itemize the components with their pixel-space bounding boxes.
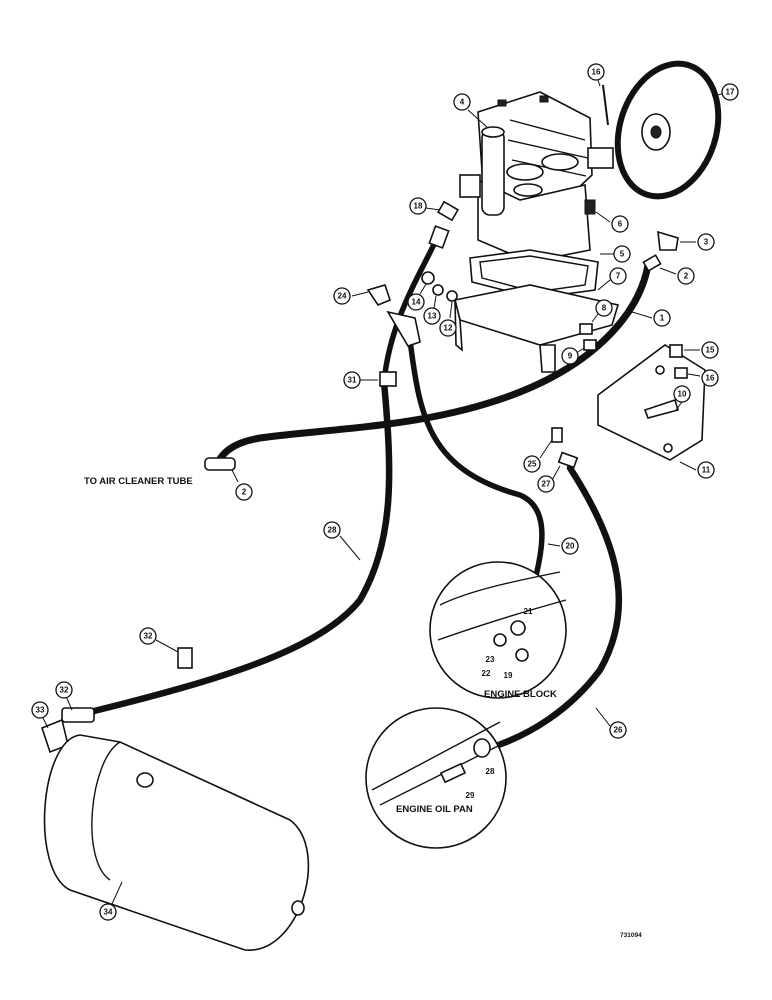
hose-upper-31 bbox=[381, 229, 443, 385]
svg-text:13: 13 bbox=[428, 312, 437, 321]
svg-text:18: 18 bbox=[414, 202, 423, 211]
engine-oil-pan-label: ENGINE OIL PAN bbox=[396, 804, 473, 815]
svg-text:26: 26 bbox=[614, 726, 623, 735]
inset-part-numbers: 19 21 22 23 28 29 bbox=[466, 607, 533, 800]
callout-7: 7 bbox=[597, 267, 627, 291]
callout-31: 28 bbox=[323, 521, 361, 561]
svg-text:20: 20 bbox=[566, 542, 575, 551]
callout-32-top: 31 bbox=[343, 371, 378, 389]
callout-12: 12 bbox=[439, 301, 457, 337]
svg-text:22: 22 bbox=[482, 669, 491, 678]
svg-text:23: 23 bbox=[486, 655, 495, 664]
svg-text:28: 28 bbox=[486, 767, 495, 776]
callout-9: 9 bbox=[561, 347, 585, 365]
svg-text:12: 12 bbox=[444, 324, 453, 333]
mounting-plate bbox=[597, 344, 706, 461]
figure-reference-number: 731094 bbox=[620, 932, 642, 939]
svg-text:21: 21 bbox=[524, 607, 533, 616]
callout-10: 10 bbox=[673, 385, 691, 411]
callout-5: 5 bbox=[600, 245, 631, 263]
svg-text:27: 27 bbox=[542, 480, 551, 489]
callout-35: 34 bbox=[99, 881, 123, 921]
callout-27: 26 bbox=[595, 707, 627, 739]
callout-6: 6 bbox=[595, 211, 629, 233]
svg-text:33: 33 bbox=[36, 706, 45, 715]
callout-3: 3 bbox=[680, 233, 715, 251]
engine-block-inset: ENGINE BLOCK bbox=[429, 561, 567, 700]
mounting-bracket bbox=[454, 284, 620, 373]
callout-13: 13 bbox=[423, 295, 441, 325]
callout-16: 16 bbox=[687, 369, 719, 387]
svg-text:16: 16 bbox=[706, 374, 715, 383]
callout-25: 24 bbox=[333, 287, 369, 305]
callout-32-bottom: 32 bbox=[139, 627, 179, 653]
hose-1 bbox=[214, 261, 652, 466]
svg-text:25: 25 bbox=[528, 460, 537, 469]
callout-11: 11 bbox=[679, 461, 715, 479]
svg-text:8: 8 bbox=[602, 304, 607, 313]
svg-text:5: 5 bbox=[620, 250, 625, 259]
svg-text:1: 1 bbox=[660, 314, 665, 323]
engine-block-label: ENGINE BLOCK bbox=[484, 689, 557, 700]
hose-31 bbox=[86, 378, 393, 716]
svg-text:24: 24 bbox=[338, 292, 347, 301]
svg-text:31: 31 bbox=[348, 376, 357, 385]
svg-text:11: 11 bbox=[702, 466, 711, 475]
callout-28: 27 bbox=[537, 465, 561, 493]
svg-text:10: 10 bbox=[678, 390, 687, 399]
svg-text:32: 32 bbox=[60, 686, 69, 695]
svg-text:19: 19 bbox=[504, 671, 513, 680]
callout-2-top: 2 bbox=[659, 267, 695, 285]
svg-text:6: 6 bbox=[618, 220, 623, 229]
svg-text:2: 2 bbox=[684, 272, 689, 281]
callout-24: 20 bbox=[547, 537, 579, 555]
callout-17: 16 bbox=[587, 63, 605, 87]
callout-14: 14 bbox=[407, 283, 427, 311]
callout-34: 33 bbox=[31, 701, 49, 729]
callout-8: 8 bbox=[591, 299, 613, 323]
svg-text:17: 17 bbox=[726, 88, 735, 97]
callout-4: 4 bbox=[453, 93, 489, 129]
fittings bbox=[41, 84, 688, 754]
air-tank bbox=[43, 734, 310, 951]
callout-1: 1 bbox=[631, 309, 671, 327]
svg-text:16: 16 bbox=[592, 68, 601, 77]
pulley bbox=[614, 60, 722, 200]
callout-15: 15 bbox=[684, 341, 719, 359]
callout-2-bottom: 2 bbox=[231, 469, 253, 501]
engine-oil-pan-inset: ENGINE OIL PAN bbox=[365, 707, 507, 849]
air-cleaner-label: TO AIR CLEANER TUBE bbox=[84, 476, 193, 487]
svg-text:3: 3 bbox=[704, 238, 709, 247]
gasket bbox=[469, 249, 599, 299]
callout-20: 18 bbox=[409, 197, 441, 215]
svg-text:7: 7 bbox=[616, 272, 621, 281]
callout-18: 17 bbox=[711, 83, 739, 101]
svg-text:32: 32 bbox=[144, 632, 153, 641]
svg-text:29: 29 bbox=[466, 791, 475, 800]
callout-33: 32 bbox=[55, 681, 73, 711]
svg-text:28: 28 bbox=[328, 526, 337, 535]
svg-text:34: 34 bbox=[104, 908, 113, 917]
hose-27 bbox=[486, 464, 623, 752]
svg-text:4: 4 bbox=[460, 98, 465, 107]
svg-text:9: 9 bbox=[568, 352, 573, 361]
svg-text:15: 15 bbox=[706, 346, 715, 355]
callout-26: 25 bbox=[523, 439, 553, 473]
air-compressor bbox=[459, 91, 614, 263]
svg-text:14: 14 bbox=[412, 298, 421, 307]
svg-text:2: 2 bbox=[242, 488, 247, 497]
